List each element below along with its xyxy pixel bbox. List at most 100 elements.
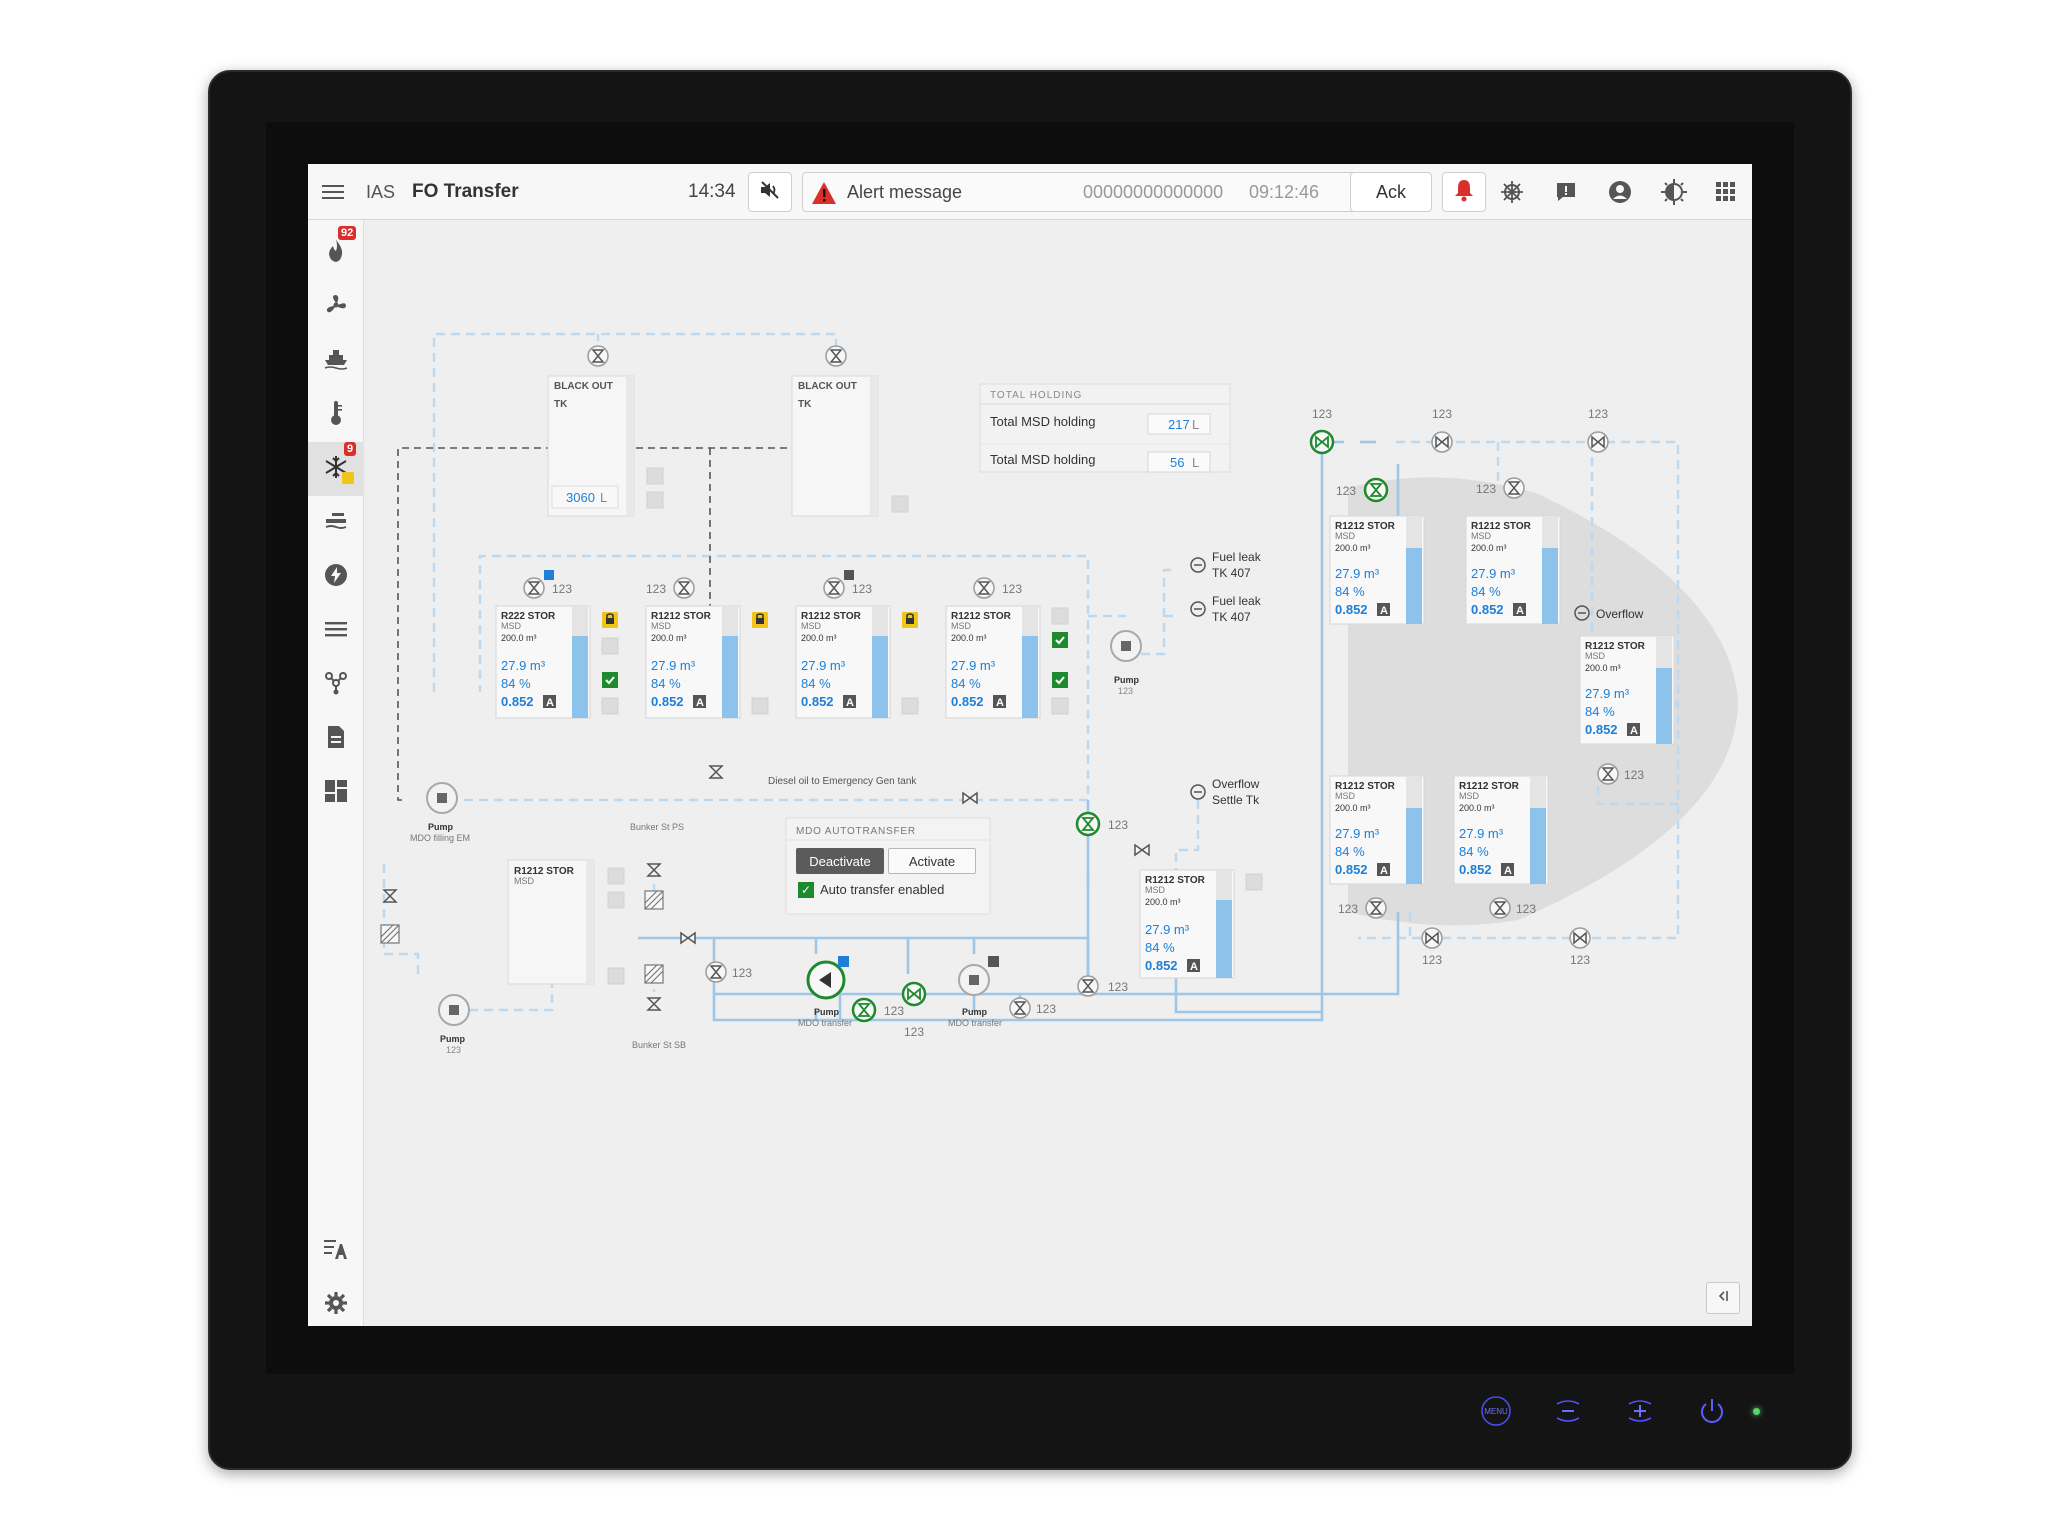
brightness-icon[interactable] — [1656, 164, 1692, 220]
deactivate-button[interactable]: Deactivate — [796, 848, 884, 874]
svg-text:TK 407: TK 407 — [1212, 610, 1251, 624]
svg-text:MSD: MSD — [651, 621, 672, 631]
sidebar-item-power[interactable] — [308, 550, 364, 604]
alert-list-icon[interactable] — [1548, 164, 1584, 220]
blackout-tank-2: BLACK OUT TK — [791, 375, 879, 517]
sidebar-item-network[interactable] — [308, 658, 364, 712]
tank-right-1: R1212 STOR MSD 200.0 m³ 27.9 m³ 84 % 0.8… — [1329, 515, 1425, 625]
svg-text:123: 123 — [1476, 482, 1496, 496]
sidebar: 92 9 — [308, 220, 364, 1326]
sidebar-item-fire[interactable]: 92 — [308, 226, 364, 280]
svg-text:27.9 m³: 27.9 m³ — [1335, 566, 1380, 581]
sidebar-item-list[interactable] — [308, 604, 364, 658]
power-led — [1753, 1408, 1760, 1415]
screen: TOTAL HOLDING Total MSD holding 217 L To… — [308, 164, 1752, 1326]
svg-text:123: 123 — [884, 1004, 904, 1018]
svg-text:Pump: Pump — [814, 1007, 840, 1017]
svg-text:MDO transfer: MDO transfer — [798, 1018, 852, 1028]
mute-button[interactable] — [748, 172, 792, 212]
svg-text:MSD: MSD — [514, 876, 535, 886]
svg-text:123: 123 — [446, 1045, 461, 1055]
alarm-count-badge: 9 — [344, 442, 357, 456]
svg-text:R222 STOR: R222 STOR — [501, 611, 556, 622]
network-icon — [324, 671, 348, 700]
sidebar-item-settings[interactable] — [308, 1278, 364, 1326]
svg-text:84 %: 84 % — [651, 676, 681, 691]
hw-brightness-down-button[interactable] — [1551, 1394, 1585, 1428]
holding-row-unit: L — [1192, 455, 1199, 470]
bell-icon — [1453, 178, 1475, 207]
sidebar-item-temperature[interactable] — [308, 388, 364, 442]
svg-text:A: A — [546, 697, 554, 709]
water-icon — [324, 511, 348, 536]
alarm-bell-button[interactable] — [1442, 172, 1486, 212]
thermometer-icon — [329, 400, 343, 431]
svg-text:123: 123 — [552, 582, 572, 596]
svg-text:TK 407: TK 407 — [1212, 566, 1251, 580]
collapse-left-icon — [1716, 1289, 1730, 1308]
svg-text:123: 123 — [1108, 818, 1128, 832]
helm-icon[interactable] — [1494, 164, 1530, 220]
blackout-tank-1: BLACK OUT TK 3060 L — [547, 375, 635, 517]
sidebar-item-vessel[interactable] — [308, 334, 364, 388]
svg-text:27.9 m³: 27.9 m³ — [651, 658, 696, 673]
total-holding-panel: TOTAL HOLDING Total MSD holding 217 L To… — [979, 383, 1231, 473]
flame-icon — [325, 239, 347, 268]
collapse-panel-button[interactable] — [1706, 1282, 1740, 1314]
holding-row-value: 56 — [1170, 455, 1184, 470]
list-icon — [325, 620, 347, 643]
hw-menu-button[interactable]: MENU — [1479, 1394, 1513, 1428]
hw-power-button[interactable] — [1695, 1394, 1729, 1428]
sidebar-item-tanks[interactable] — [308, 496, 364, 550]
sidebar-item-refrigeration[interactable]: 9 — [308, 442, 364, 496]
alert-bar[interactable]: Alert message 00000000000000 09:12:46 — [802, 172, 1358, 212]
auto-transfer-checkbox[interactable]: ✓ — [798, 882, 814, 898]
svg-text:MSD: MSD — [1585, 651, 1606, 661]
svg-text:R1212 STOR: R1212 STOR — [1335, 521, 1396, 532]
svg-text:123: 123 — [852, 582, 872, 596]
hw-brightness-up-button[interactable] — [1623, 1394, 1657, 1428]
alert-time: 09:12:46 — [1249, 182, 1320, 202]
svg-text:123: 123 — [1432, 407, 1452, 421]
svg-text:R1212 STOR: R1212 STOR — [1145, 875, 1206, 886]
svg-text:Fuel leak: Fuel leak — [1212, 550, 1262, 564]
lock-icon — [342, 472, 354, 484]
sidebar-item-text-settings[interactable] — [308, 1224, 364, 1278]
svg-text:27.9 m³: 27.9 m³ — [951, 658, 996, 673]
ack-button[interactable]: Ack — [1350, 172, 1432, 212]
auto-transfer-label: Auto transfer enabled — [820, 882, 945, 897]
svg-text:0.852: 0.852 — [951, 694, 984, 709]
hamburger-menu-icon[interactable] — [322, 164, 344, 220]
sidebar-item-documents[interactable] — [308, 712, 364, 766]
svg-text:MSD: MSD — [1471, 531, 1492, 541]
svg-text:Settle Tk: Settle Tk — [1212, 793, 1260, 807]
svg-text:27.9 m³: 27.9 m³ — [1585, 686, 1630, 701]
tank-zone-shading — [1348, 477, 1738, 926]
svg-text:84 %: 84 % — [801, 676, 831, 691]
svg-text:A: A — [996, 697, 1004, 709]
svg-text:MDO filling EM: MDO filling EM — [410, 833, 470, 843]
svg-text:A: A — [1380, 605, 1388, 617]
alarm-triangle-icon — [811, 181, 837, 210]
svg-text:200.0 m³: 200.0 m³ — [1459, 803, 1495, 813]
svg-text:Pump: Pump — [440, 1034, 466, 1044]
svg-text:0.852: 0.852 — [1585, 722, 1618, 737]
svg-text:L: L — [600, 490, 607, 505]
user-icon[interactable] — [1602, 164, 1638, 220]
sidebar-item-ventilation[interactable] — [308, 280, 364, 334]
activate-button[interactable]: Activate — [888, 848, 976, 874]
svg-text:TK: TK — [554, 399, 568, 410]
svg-text:A: A — [1630, 725, 1638, 737]
svg-text:27.9 m³: 27.9 m³ — [1471, 566, 1516, 581]
tank-row-3: R1212 STOR MSD 200.0 m³ 27.9 m³ 84 % 0.8… — [795, 605, 891, 719]
svg-text:84 %: 84 % — [1335, 584, 1365, 599]
svg-text:Overflow: Overflow — [1212, 777, 1260, 791]
hw-menu-label: MENU — [1484, 1407, 1508, 1416]
dashboard-icon — [325, 779, 347, 807]
sidebar-item-dashboard[interactable] — [308, 766, 364, 820]
svg-text:200.0 m³: 200.0 m³ — [1335, 803, 1371, 813]
svg-text:A: A — [1380, 865, 1388, 877]
svg-text:123: 123 — [1002, 582, 1022, 596]
svg-text:Overflow: Overflow — [1596, 607, 1644, 621]
apps-grid-icon[interactable] — [1708, 164, 1744, 220]
